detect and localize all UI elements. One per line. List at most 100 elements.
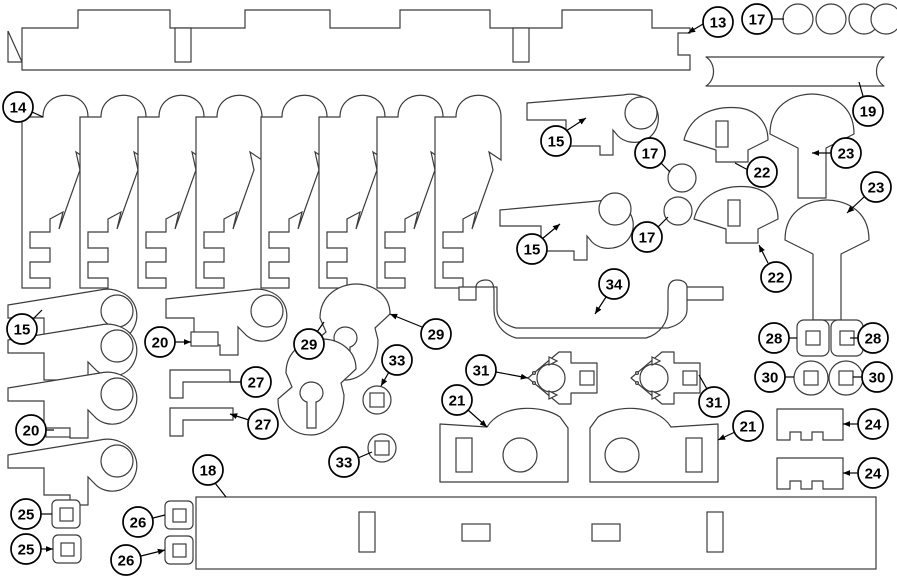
part-26-washer-b — [164, 535, 194, 565]
part-18-base-plate — [195, 496, 877, 570]
callout-label: 23 — [868, 180, 885, 197]
callout-balloon[interactable] — [240, 366, 272, 398]
callout-31[interactable]: 31 — [698, 374, 730, 418]
callout-28[interactable]: 28 — [850, 322, 889, 354]
callout-balloon[interactable] — [516, 233, 548, 265]
part-15-lever-arm-left-5 — [7, 438, 138, 506]
callout-balloon[interactable] — [760, 261, 792, 293]
callout-balloon[interactable] — [830, 137, 862, 169]
callout-balloon[interactable] — [441, 384, 473, 416]
callout-leader-line — [316, 321, 325, 333]
callout-balloon[interactable] — [328, 446, 360, 478]
callout-29[interactable]: 29 — [293, 321, 325, 360]
callout-13[interactable]: 13 — [687, 6, 734, 38]
callout-balloon[interactable] — [634, 137, 666, 169]
part-31-arrowhead-b — [630, 351, 701, 405]
part-25-washer-a — [51, 499, 81, 529]
callout-balloon[interactable] — [10, 533, 42, 565]
part-27-l-bracket-a — [169, 369, 231, 399]
callout-30[interactable]: 30 — [853, 361, 893, 393]
callout-balloon[interactable] — [247, 408, 279, 440]
callout-balloon[interactable] — [698, 386, 730, 418]
callout-22[interactable]: 22 — [758, 244, 792, 293]
callout-30[interactable]: 30 — [754, 361, 794, 393]
callout-label: 29 — [301, 337, 318, 354]
part-14-fin-stack — [21, 94, 502, 289]
callout-17[interactable]: 17 — [634, 137, 671, 173]
callout-balloon[interactable] — [2, 91, 34, 123]
callout-14[interactable]: 14 — [2, 91, 44, 123]
callout-33[interactable]: 33 — [380, 344, 413, 387]
callout-24[interactable]: 24 — [843, 408, 889, 440]
callout-balloon[interactable] — [857, 322, 889, 354]
callout-15[interactable]: 15 — [6, 309, 43, 345]
callout-balloon[interactable] — [122, 506, 154, 538]
callout-balloon[interactable] — [293, 328, 325, 360]
callout-label: 31 — [706, 395, 723, 412]
callout-27[interactable]: 27 — [230, 366, 272, 398]
callout-leader-line — [229, 413, 250, 421]
callout-balloon[interactable] — [857, 408, 889, 440]
callout-label: 15 — [14, 322, 31, 339]
callout-15[interactable]: 15 — [516, 223, 561, 265]
callout-balloon[interactable] — [598, 268, 630, 300]
callout-18[interactable]: 18 — [192, 454, 227, 498]
part-24-stepped-bracket-b — [776, 457, 844, 490]
callout-26[interactable]: 26 — [122, 506, 166, 538]
callout-balloon[interactable] — [741, 3, 773, 35]
callout-28[interactable]: 28 — [758, 322, 797, 354]
callout-23[interactable]: 23 — [846, 171, 892, 214]
callout-31[interactable]: 31 — [465, 354, 529, 386]
part-24-stepped-bracket-a — [776, 408, 844, 441]
part-17-disc-center — [663, 163, 697, 226]
callout-balloon[interactable] — [381, 344, 413, 376]
callout-19[interactable]: 19 — [852, 81, 884, 127]
callout-balloon[interactable] — [6, 313, 38, 345]
callout-20[interactable]: 20 — [15, 414, 54, 446]
callout-22[interactable]: 22 — [734, 156, 778, 188]
callout-34[interactable]: 34 — [594, 268, 630, 315]
callout-balloon[interactable] — [852, 95, 884, 127]
callout-27[interactable]: 27 — [229, 408, 279, 440]
callout-17[interactable]: 17 — [631, 216, 669, 253]
callout-balloon[interactable] — [754, 361, 786, 393]
callout-25[interactable]: 25 — [10, 498, 52, 530]
callout-23[interactable]: 23 — [812, 137, 862, 169]
callout-balloon[interactable] — [861, 361, 893, 393]
callout-balloon[interactable] — [758, 322, 790, 354]
callout-balloon[interactable] — [10, 498, 42, 530]
callout-balloon[interactable] — [465, 354, 497, 386]
part-15-lever-arm-left-2 — [165, 288, 288, 356]
callout-balloon[interactable] — [631, 221, 663, 253]
callout-21[interactable]: 21 — [441, 384, 488, 428]
callout-balloon[interactable] — [746, 156, 778, 188]
callout-balloon[interactable] — [857, 457, 889, 489]
callout-balloon[interactable] — [860, 171, 892, 203]
callout-26[interactable]: 26 — [110, 544, 166, 576]
callout-25[interactable]: 25 — [10, 533, 53, 565]
part-22-fan-plate-b — [693, 185, 779, 244]
callout-balloon[interactable] — [15, 414, 47, 446]
part-30-round-washers — [793, 360, 864, 396]
callout-balloon[interactable] — [144, 326, 176, 358]
callout-balloon[interactable] — [420, 318, 452, 350]
callout-balloon[interactable] — [732, 410, 764, 442]
callout-label: 30 — [762, 370, 779, 387]
callout-leader-line — [495, 371, 529, 380]
callout-balloon[interactable] — [540, 125, 572, 157]
callout-15[interactable]: 15 — [540, 117, 587, 157]
callout-20[interactable]: 20 — [144, 326, 191, 358]
callout-21[interactable]: 21 — [717, 410, 764, 442]
callout-leader-line — [467, 409, 488, 428]
callout-leader-line — [660, 162, 671, 173]
callout-24[interactable]: 24 — [843, 457, 889, 489]
callout-balloon[interactable] — [192, 454, 224, 486]
callout-balloon[interactable] — [110, 544, 142, 576]
callout-leader-line — [687, 23, 704, 34]
callout-29[interactable]: 29 — [389, 313, 452, 350]
callout-33[interactable]: 33 — [328, 446, 373, 478]
callout-17[interactable]: 17 — [741, 3, 784, 35]
callout-leader-line — [140, 548, 166, 557]
callout-balloon[interactable] — [702, 6, 734, 38]
